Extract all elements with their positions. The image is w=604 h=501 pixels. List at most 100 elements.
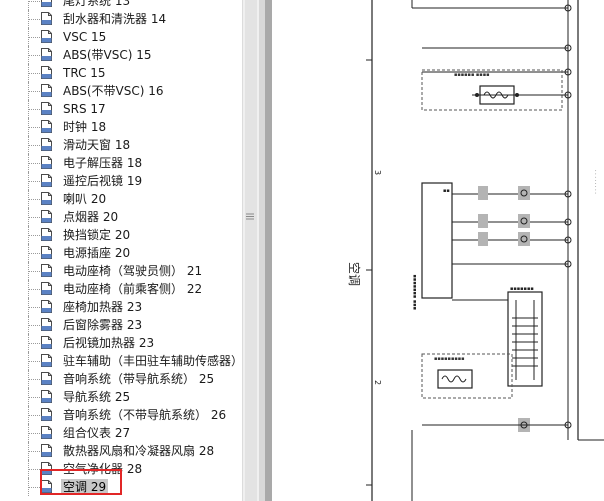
document-icon [41, 66, 52, 79]
tree-item-selected[interactable]: 空调 29 [0, 478, 242, 496]
tree-connector-stub [28, 109, 40, 110]
tree-connector-stub [28, 127, 40, 128]
tree-connector-stub [28, 1, 40, 2]
tree-item[interactable]: 后视镜加热器 23 [0, 334, 242, 352]
tree-item[interactable]: 滑动天窗 18 [0, 136, 242, 154]
tree-item[interactable]: 电源插座 20 [0, 244, 242, 262]
tree-connector-stub [28, 91, 40, 92]
tree-connector-stub [28, 307, 40, 308]
wiring-diagram-viewer[interactable]: 3 2 空调 · · · · · · · · ▪▪▪▪▪▪ ▪▪▪▪ ▪▪ [272, 0, 604, 501]
diagram-row-label-2: 2 [373, 380, 382, 385]
tree-item-label: ABS(带VSC) 15 [63, 48, 152, 62]
tree-connector-stub [28, 487, 40, 488]
tree-item-label: 换挡锁定 20 [63, 228, 131, 242]
tree-connector-stub [28, 199, 40, 200]
document-icon [41, 282, 52, 295]
tree-item-label: 刮水器和清洗器 14 [63, 12, 167, 26]
tree-item-label: 电动座椅（前乘客侧） 22 [63, 282, 203, 296]
document-icon [41, 372, 52, 385]
document-icon [41, 318, 52, 331]
svg-text:▪▪▪▪▪▪▪: ▪▪▪▪▪▪▪ [510, 286, 534, 292]
tree-item[interactable]: 时钟 18 [0, 118, 242, 136]
scroll-grip-icon[interactable] [246, 213, 254, 220]
pane-splitter[interactable] [259, 0, 265, 501]
tree-connector-line [28, 0, 29, 10]
tree-connector-stub [28, 163, 40, 164]
document-icon [41, 192, 52, 205]
tree-item-label: 电源插座 20 [63, 246, 131, 260]
document-icon [41, 228, 52, 241]
diagram-row-label-3: 3 [373, 170, 382, 175]
tree-item[interactable]: TRC 15 [0, 64, 242, 82]
tree-item-label: TRC 15 [63, 66, 106, 80]
tree-item[interactable]: SRS 17 [0, 100, 242, 118]
document-icon [41, 264, 52, 277]
svg-text:▪▪▪▪▪▪ ▪▪▪▪: ▪▪▪▪▪▪ ▪▪▪▪ [454, 72, 489, 78]
tree-connector-stub [28, 451, 40, 452]
tree-connector-stub [28, 433, 40, 434]
tree-item-label: 空调 29 [61, 479, 109, 495]
tree-item-label: 组合仪表 27 [63, 426, 131, 440]
document-icon [41, 300, 52, 313]
tree-item-label: 音响系统（不带导航系统） 26 [63, 408, 227, 422]
tree-connector-stub [28, 253, 40, 254]
tree-item-label: 驻车辅助（丰田驻车辅助传感器） 24 [63, 354, 242, 368]
tree-item[interactable]: 刮水器和清洗器 14 [0, 10, 242, 28]
document-icon [41, 138, 52, 151]
tree-item[interactable]: 电动座椅（驾驶员侧） 21 [0, 262, 242, 280]
document-icon [41, 426, 52, 439]
tree-item-label: 音响系统（带导航系统） 25 [63, 372, 215, 386]
tree-item-label: 尾灯系统 13 [63, 0, 131, 8]
tree-scrollbar[interactable] [242, 0, 259, 501]
tree-item[interactable]: 换挡锁定 20 [0, 226, 242, 244]
scrollbar-thumb[interactable] [245, 0, 257, 501]
tree-connector-stub [28, 217, 40, 218]
document-icon [41, 354, 52, 367]
tree-item-label: 后视镜加热器 23 [63, 336, 155, 350]
tree-item[interactable]: VSC 15 [0, 28, 242, 46]
tree-item-label: 遥控后视镜 19 [63, 174, 143, 188]
tree-item[interactable]: 后窗除雾器 23 [0, 316, 242, 334]
tree-item[interactable]: 导航系统 25 [0, 388, 242, 406]
svg-text:· · · · · · · ·: · · · · · · · · [592, 170, 598, 194]
tree-connector-stub [28, 379, 40, 380]
tree-item-label: 喇叭 20 [63, 192, 107, 206]
contents-tree: 尾灯系统 13 刮水器和清洗器 14 VSC 15 ABS(带VSC) 15 TRC 1… [0, 0, 242, 496]
tree-item[interactable]: ABS(不带VSC) 16 [0, 82, 242, 100]
document-icon [41, 408, 52, 421]
tree-item[interactable]: 音响系统（带导航系统） 25 [0, 370, 242, 388]
document-icon [41, 462, 52, 475]
document-icon [41, 246, 52, 259]
tree-item[interactable]: 点烟器 20 [0, 208, 242, 226]
wiring-diagram: 3 2 空调 · · · · · · · · ▪▪▪▪▪▪ ▪▪▪▪ ▪▪ [347, 0, 604, 501]
tree-connector-stub [28, 55, 40, 56]
document-icon [41, 390, 52, 403]
tree-item[interactable]: 散热器风扇和冷凝器风扇 28 [0, 442, 242, 460]
tree-item[interactable]: 尾灯系统 13 [0, 0, 242, 10]
tree-connector-stub [28, 271, 40, 272]
tree-item[interactable]: 遥控后视镜 19 [0, 172, 242, 190]
tree-item[interactable]: 座椅加热器 23 [0, 298, 242, 316]
document-icon [41, 48, 52, 61]
document-icon [41, 84, 52, 97]
tree-item-label: 电动座椅（驾驶员侧） 21 [63, 264, 203, 278]
svg-text:▪▪▪ ▪▪▪▪▪▪▪: ▪▪▪ ▪▪▪▪▪▪▪ [412, 275, 418, 310]
tree-item[interactable]: 驻车辅助（丰田驻车辅助传感器） 24 [0, 352, 242, 370]
tree-item[interactable]: 组合仪表 27 [0, 424, 242, 442]
svg-text:▪▪: ▪▪ [443, 188, 450, 194]
document-icon [41, 102, 52, 115]
document-icon [41, 12, 52, 25]
document-icon [41, 174, 52, 187]
tree-connector-stub [28, 397, 40, 398]
tree-item[interactable]: 音响系统（不带导航系统） 26 [0, 406, 242, 424]
tree-connector-stub [28, 469, 40, 470]
contents-tree-panel: 尾灯系统 13 刮水器和清洗器 14 VSC 15 ABS(带VSC) 15 TRC 1… [0, 0, 242, 501]
tree-item[interactable]: 电动座椅（前乘客侧） 22 [0, 280, 242, 298]
tree-item[interactable]: ABS(带VSC) 15 [0, 46, 242, 64]
tree-item[interactable]: 喇叭 20 [0, 190, 242, 208]
tree-item[interactable]: 电子解压器 18 [0, 154, 242, 172]
tree-item-label: 散热器风扇和冷凝器风扇 28 [63, 444, 215, 458]
document-icon [41, 156, 52, 169]
tree-connector-stub [28, 37, 40, 38]
tree-item-label: 点烟器 20 [63, 210, 119, 224]
